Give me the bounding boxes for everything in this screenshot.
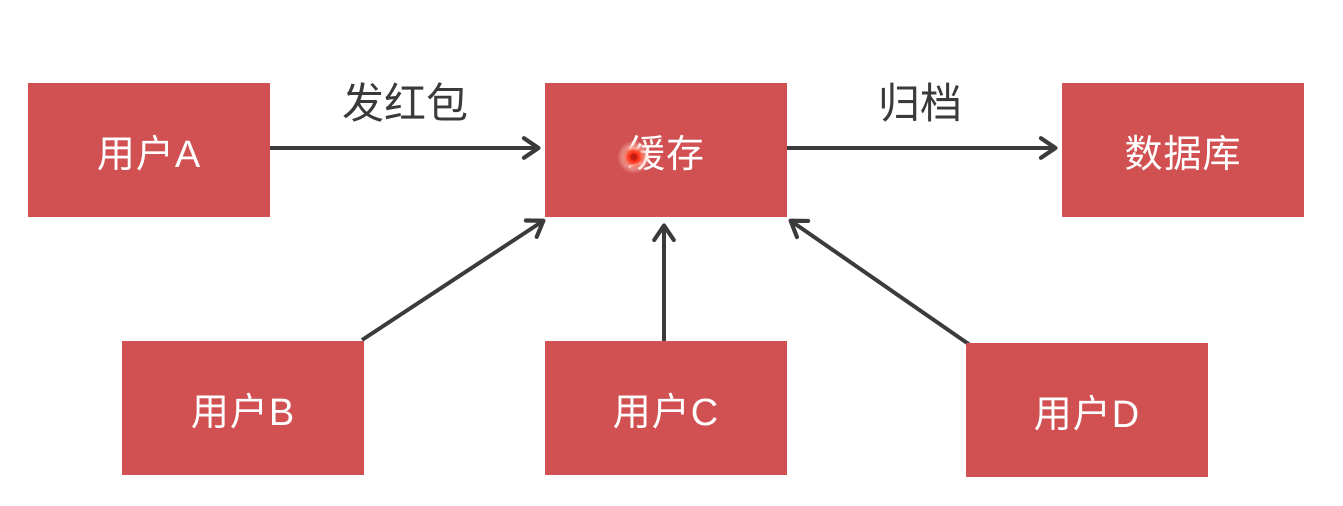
edge-user-b-to-cache (360, 218, 546, 342)
edge-user-d-to-cache (788, 218, 972, 347)
node-cache: 缓存 (545, 83, 787, 217)
node-user-c: 用户C (545, 341, 787, 475)
node-user-a: 用户A (28, 83, 270, 217)
edge-label-send-red-packet: 发红包 (341, 80, 468, 127)
node-database: 数据库 (1062, 83, 1304, 217)
node-user-b: 用户B (122, 341, 364, 475)
node-user-d: 用户D (966, 343, 1208, 477)
edge-label-archive: 归档 (877, 80, 962, 127)
